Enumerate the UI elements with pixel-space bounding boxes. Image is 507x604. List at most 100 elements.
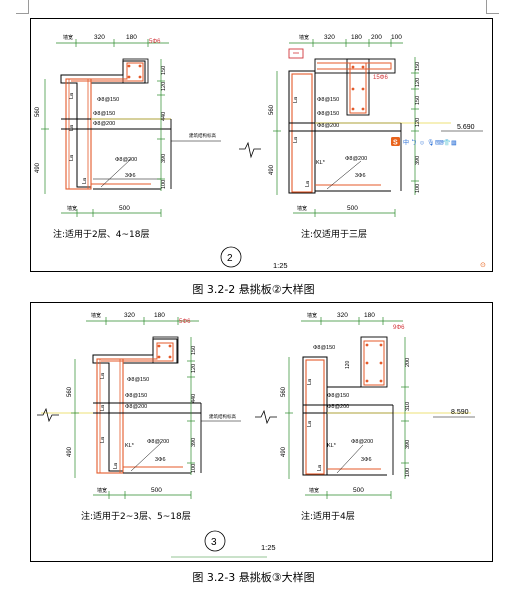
fig1-left-label-7: Φ8@200 <box>115 157 137 163</box>
ime-lang-icon[interactable]: 中 <box>403 139 409 147</box>
fig1-right-right-dim-1: 120 <box>415 78 421 87</box>
ime-brand-label: S <box>393 140 398 147</box>
fig1-left-left-dim-1: 490 <box>35 162 41 173</box>
fig2-right-left-dim-1: 490 <box>281 446 287 457</box>
fig2-right-label-2: La <box>317 464 323 471</box>
fig1-left-bottom-dim-1: 500 <box>119 205 130 212</box>
fig1-left-note: 注:适用于2层、4~18层 <box>53 228 149 240</box>
fig1-right-top-dim-0: 墙宽 <box>299 34 309 41</box>
fig1-left-detail: 墙宽 320 180 5Φ6 <box>35 34 221 240</box>
fig2-left-label-0: La <box>100 372 106 379</box>
fig1-detail-circle-icon <box>220 246 242 268</box>
fig1-right-top-dim-2: 180 <box>351 34 362 41</box>
fig2-right-label-1: La <box>307 420 313 427</box>
ime-voice-icon[interactable]: 🎙 <box>427 139 435 147</box>
ime-toolbox-icon[interactable]: ▦ <box>451 141 457 147</box>
fig2-left-label-3: La <box>113 462 119 469</box>
fig2-right-note: 注:适用于4层 <box>301 510 355 522</box>
fig1-right-bar-mark: 15Φ6 <box>373 75 388 81</box>
fig1-right-left-dim-0: 560 <box>269 104 275 115</box>
fig2-right-elevation: 8.590 <box>451 409 469 416</box>
fig2-right-right-dim-3: 100 <box>405 468 411 477</box>
fig2-right-right-dim-1: 310 <box>405 402 411 411</box>
fig1-right-right-dim-4: 390 <box>415 156 421 165</box>
fig1-left-label-8: 3Φ6 <box>125 173 136 179</box>
fig2-left-left-dim-0: 560 <box>67 386 73 397</box>
fig1-left-label-3: La <box>82 177 88 184</box>
fig1-left-right-dim-3: 390 <box>161 154 167 163</box>
fig2-left-label-2: La <box>100 436 106 443</box>
fig1-left-label-6: Φ8@200 <box>93 121 115 127</box>
fig2-right-top-dim-0: 墙宽 <box>307 312 317 319</box>
fig2-left-right-dim-2: 440 <box>191 394 197 403</box>
fig1-right-label-1: La <box>293 136 299 143</box>
fig1-right-label-6: KL* <box>316 160 326 166</box>
fig1-left-right-dim-2: 440 <box>161 112 167 121</box>
fig1-right-top-dim-1: 320 <box>324 34 335 41</box>
fig2-right-detail: 墙宽 320 180 9Φ6 <box>255 312 475 522</box>
fig1-left-top-dim-1: 320 <box>94 34 105 41</box>
fig2-left-label-4: Φ8@150 <box>127 377 149 383</box>
fig1-right-label-4: Φ8@150 <box>317 111 339 117</box>
fig1-left-top-dim-0: 墙宽 <box>63 34 73 41</box>
fig2-left-note: 注:适用于2~3层、5~18层 <box>81 510 191 522</box>
fig2-left-top-dim-0: 墙宽 <box>91 312 101 319</box>
fig2-right-label-0: La <box>307 378 313 385</box>
fig2-left-label-5: Φ8@150 <box>125 393 147 399</box>
ime-emoji-icon[interactable]: ☺ <box>419 141 425 147</box>
ime-skin-icon[interactable]: 👕 <box>443 139 451 147</box>
fig2-left-right-dim-0: 150 <box>191 346 197 355</box>
fig1-left-label-1: La <box>69 124 75 131</box>
ime-keyboard-icon[interactable]: ⌨ <box>435 140 444 147</box>
fig2-left-label-9: 3Φ6 <box>155 457 166 463</box>
fig2-right-label-4: 120 <box>345 360 351 369</box>
fig2-left-top-dim-1: 320 <box>124 312 135 319</box>
ime-toolbar[interactable]: S 中 ㄅ ☺ 🎙 ⌨ 👕 ▦ <box>391 137 457 147</box>
fig1-left-right-dim-1: 120 <box>161 82 167 91</box>
fig2-left-detail: 墙宽 320 180 5Φ6 <box>37 312 241 522</box>
crop-mark-left-h <box>16 13 29 14</box>
fig2-circle-label: 3 <box>211 537 217 548</box>
fig2-right-right-dim-0: 200 <box>405 358 411 367</box>
fig1-right-top-dim-4: 100 <box>391 34 402 41</box>
ime-brand-icon[interactable] <box>391 137 400 146</box>
fig2-right-right-dim-2: 390 <box>405 440 411 449</box>
fig2-right-label-3: Φ8@150 <box>313 345 335 351</box>
fig2-detail-circle-icon <box>204 530 226 552</box>
fig1-right-elevation: 5.690 <box>457 124 475 131</box>
fig1-left-label-5: Φ8@150 <box>93 111 115 117</box>
fig2-left-bar-mark: 5Φ6 <box>179 319 191 325</box>
crop-mark-right <box>486 0 487 14</box>
figure-2-svg: 墙宽 320 180 5Φ6 <box>37 312 475 558</box>
figure-1-caption: 图 3.2-2 悬挑板②大样图 <box>192 283 315 296</box>
fig1-right-label-3: Φ8@150 <box>317 97 339 103</box>
fig2-right-top-dim-2: 180 <box>364 312 375 319</box>
fig1-right-right-dim-3: 120 <box>415 118 421 127</box>
fig2-right-label-7: KL* <box>327 443 337 449</box>
fig2-left-label-1: La <box>100 404 106 411</box>
fig1-scale: 1:25 <box>273 261 288 270</box>
fig2-right-label-6: Φ8@200 <box>327 404 349 410</box>
fig2-right-label-9: 3Φ6 <box>361 457 372 463</box>
fig2-left-right-dim-4: 100 <box>191 464 197 473</box>
fig1-circle-label: 2 <box>227 253 233 264</box>
figure-2-caption: 图 3.2-3 悬挑板③大样图 <box>192 571 315 584</box>
fig1-right-bottom-dim-0: 墙宽 <box>297 205 307 212</box>
fig1-right-note: 注:仅适用于三层 <box>301 228 367 240</box>
fig2-left-right-dim-1: 120 <box>191 364 197 373</box>
fig2-right-left-dim-0: 560 <box>281 386 287 397</box>
fig1-left-label-4: Φ8@150 <box>97 97 119 103</box>
fig1-left-label-0: La <box>69 92 75 99</box>
fig1-corner-mark-icon: ⊙ <box>480 262 486 269</box>
fig2-left-label-6: Φ8@200 <box>125 404 147 410</box>
figure-1-drawing: 墙宽 320 180 5Φ6 <box>30 18 493 272</box>
figure-2-drawing: 墙宽 320 180 5Φ6 <box>30 302 493 562</box>
ime-punct-icon[interactable]: ㄅ <box>411 139 417 147</box>
fig2-left-right-dim-3: 390 <box>191 438 197 447</box>
fig1-left-bottom-dim-0: 墙宽 <box>67 205 77 212</box>
fig2-right-bottom-dim-1: 500 <box>353 487 364 494</box>
fig1-left-bar-mark: 5Φ6 <box>149 39 161 45</box>
fig2-left-label-8: Φ8@200 <box>147 439 169 445</box>
fig1-right-label-7: Φ8@200 <box>345 156 367 162</box>
